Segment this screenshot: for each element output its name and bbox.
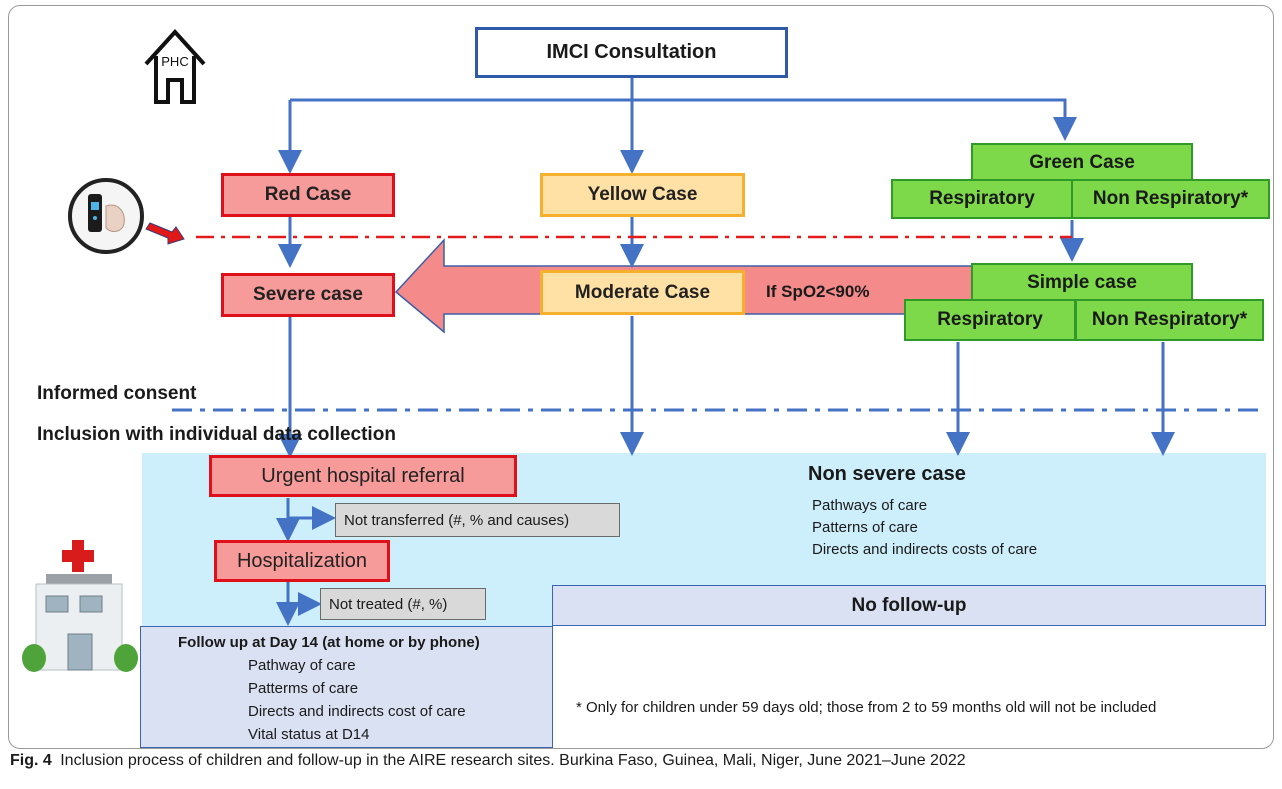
caption-text: Inclusion process of children and follow… [60, 752, 966, 769]
not-transferred-box: Not transferred (#, % and causes) [335, 503, 620, 537]
red-case-node: Red Case [221, 173, 395, 217]
urgent-referral-node: Urgent hospital referral [209, 455, 517, 497]
follow-up-item: Directs and indirects cost of care [248, 703, 466, 720]
inclusion-label: Inclusion with individual data collectio… [37, 424, 396, 445]
hospitalization-node: Hospitalization [214, 540, 390, 582]
non-severe-item: Pathways of care [812, 497, 928, 514]
non-severe-title: Non severe case [808, 463, 966, 485]
red-case-label: Red Case [264, 184, 352, 205]
follow-up-item: Vital status at D14 [248, 726, 370, 743]
yellow-case-label: Yellow Case [587, 184, 698, 205]
simple-non-respiratory-label: Non Respiratory* [1091, 309, 1248, 330]
simple-respiratory-label: Respiratory [937, 309, 1043, 330]
follow-up-item: Pathway of care [248, 657, 356, 674]
simple-case-label: Simple case [1027, 272, 1137, 293]
imci-label: IMCI Consultation [546, 41, 717, 63]
phc-house-icon: PHC [144, 29, 206, 104]
non-severe-item: Directs and indirects costs of care [812, 541, 1038, 558]
simple-non-respiratory-node: Non Respiratory* [1075, 299, 1264, 341]
green-respiratory-node: Respiratory [891, 179, 1073, 219]
severe-case-node: Severe case [221, 273, 395, 317]
simple-case-node: Simple case [971, 263, 1193, 303]
urgent-referral-label: Urgent hospital referral [261, 464, 465, 487]
no-follow-up-label: No follow-up [851, 594, 967, 616]
green-case-label: Green Case [1029, 152, 1135, 173]
imci-consultation-node: IMCI Consultation [475, 27, 788, 78]
severe-case-label: Severe case [253, 284, 363, 305]
follow-up-panel [140, 626, 553, 748]
green-case-node: Green Case [971, 143, 1193, 183]
follow-up-title: Follow up at Day 14 (at home or by phone… [178, 634, 480, 651]
non-severe-item: Patterns of care [812, 519, 918, 536]
yellow-case-node: Yellow Case [540, 173, 745, 217]
hospital-icon [22, 540, 138, 672]
phc-label: PHC [161, 54, 188, 69]
green-non-respiratory-label: Non Respiratory* [1092, 188, 1249, 209]
informed-consent-label: Informed consent [37, 383, 197, 404]
spo2-condition-label: If SpO2<90% [766, 282, 870, 301]
figure-caption: Fig. 4 Inclusion process of children and… [10, 752, 1272, 770]
figure-frame [8, 5, 1274, 749]
moderate-case-label: Moderate Case [574, 281, 711, 303]
footnote: * Only for children under 59 days old; t… [576, 699, 1157, 716]
follow-up-item: Patterms of care [248, 680, 359, 697]
moderate-case-node: Moderate Case [540, 270, 745, 315]
green-respiratory-label: Respiratory [929, 188, 1035, 209]
green-non-respiratory-node: Non Respiratory* [1071, 179, 1270, 219]
hospitalization-label: Hospitalization [236, 549, 368, 572]
not-transferred-label: Not transferred (#, % and causes) [344, 511, 570, 529]
no-follow-up-box: No follow-up [552, 585, 1266, 626]
pulse-oximeter-icon [68, 178, 144, 254]
simple-respiratory-node: Respiratory [904, 299, 1076, 341]
not-treated-box: Not treated (#, %) [320, 588, 486, 620]
caption-prefix: Fig. 4 [10, 752, 52, 769]
not-treated-label: Not treated (#, %) [329, 595, 448, 613]
